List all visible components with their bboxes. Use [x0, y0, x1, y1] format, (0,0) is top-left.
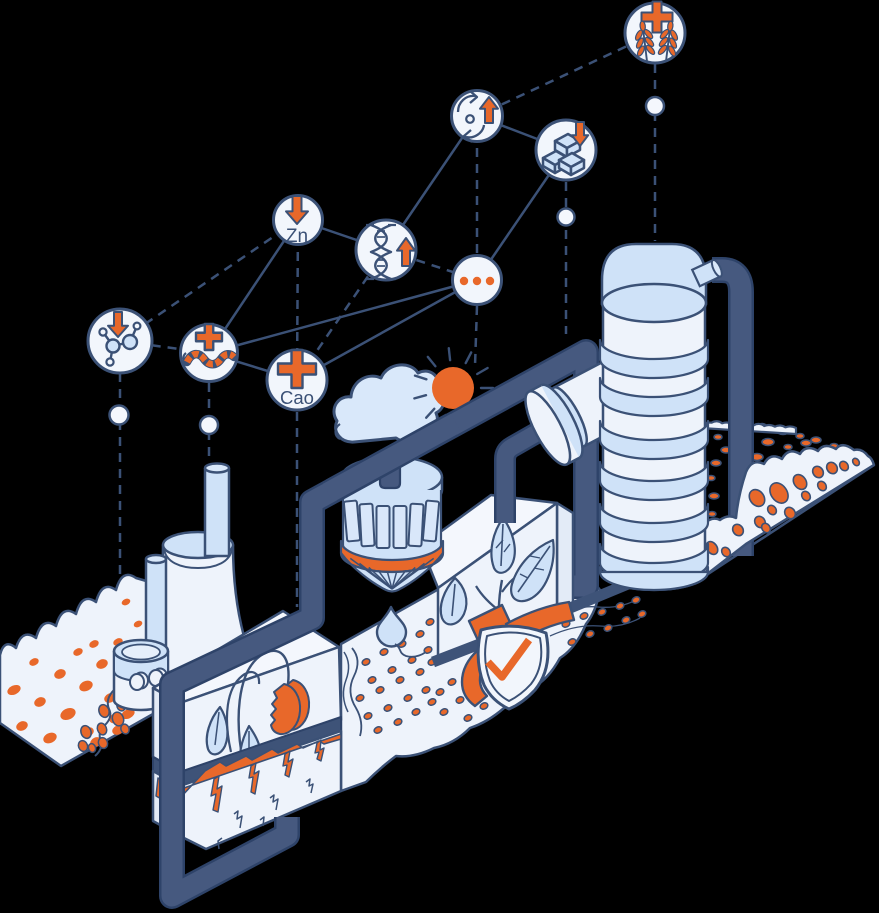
svg-text:Cao: Cao — [280, 387, 314, 408]
svg-text:Zn: Zn — [286, 226, 308, 247]
